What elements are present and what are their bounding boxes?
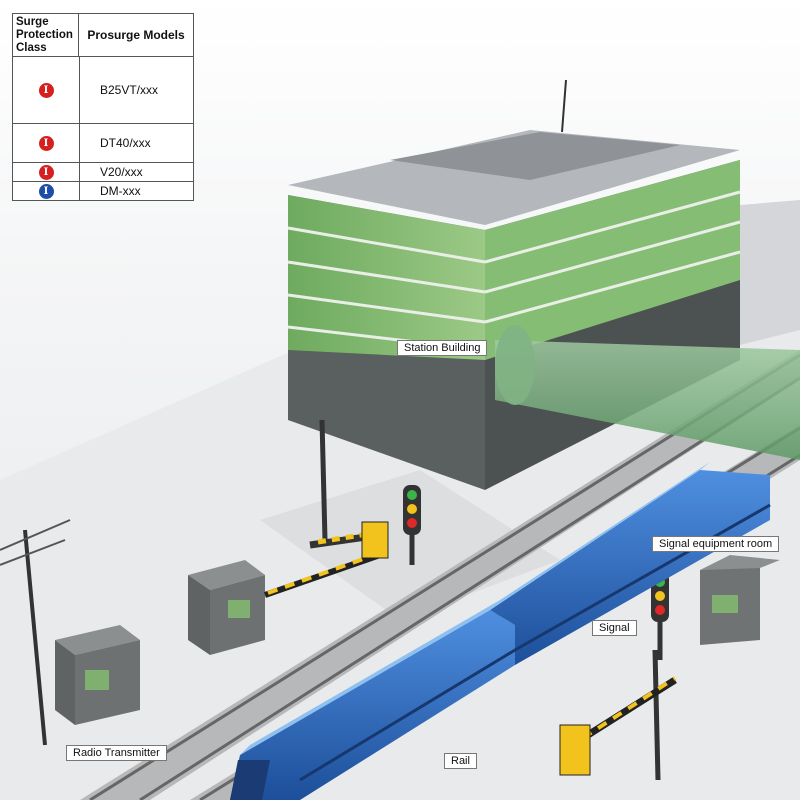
booth-center <box>188 560 265 655</box>
rail-label: Rail <box>444 753 477 769</box>
surge-protection-legend: Surge Protection Class Prosurge Models I… <box>12 13 194 201</box>
legend-row: I DT40/xxx <box>13 124 193 163</box>
train <box>230 462 771 800</box>
legend-row: I B25VT/xxx <box>13 57 193 124</box>
crossing-barrier-left <box>264 419 389 598</box>
legend-model: B25VT/xxx <box>100 83 159 97</box>
legend-model: DM-xxx <box>100 184 141 198</box>
legend-model: DT40/xxx <box>100 136 151 150</box>
legend-row: I DM-xxx <box>13 182 193 200</box>
radio-transmitter-label: Radio Transmitter <box>66 745 167 761</box>
class-1-red-icon: I <box>38 82 54 98</box>
legend-header-class: Surge Protection Class <box>13 14 79 56</box>
signal-post-center <box>403 485 421 565</box>
booth-left <box>55 625 140 725</box>
legend-row: I V20/xxx <box>13 163 193 182</box>
legend-header-models: Prosurge Models <box>87 28 185 42</box>
class-1-2-red-icon: I <box>38 135 54 151</box>
crossing-barrier-right <box>559 649 677 781</box>
signal-equipment-room-label: Signal equipment room <box>652 536 780 552</box>
class-3-blue-icon: I <box>38 183 54 199</box>
signal-equipment-room-box <box>700 555 780 645</box>
pedestrian-bridge <box>495 325 800 460</box>
class-2-red-icon: I <box>38 164 54 180</box>
signal-label: Signal <box>592 620 637 636</box>
station-building-label: Station Building <box>397 340 488 356</box>
legend-header: Surge Protection Class Prosurge Models <box>13 14 193 57</box>
radio-transmitter-pole <box>0 519 71 746</box>
station-building <box>287 79 741 490</box>
legend-model: V20/xxx <box>100 165 143 179</box>
